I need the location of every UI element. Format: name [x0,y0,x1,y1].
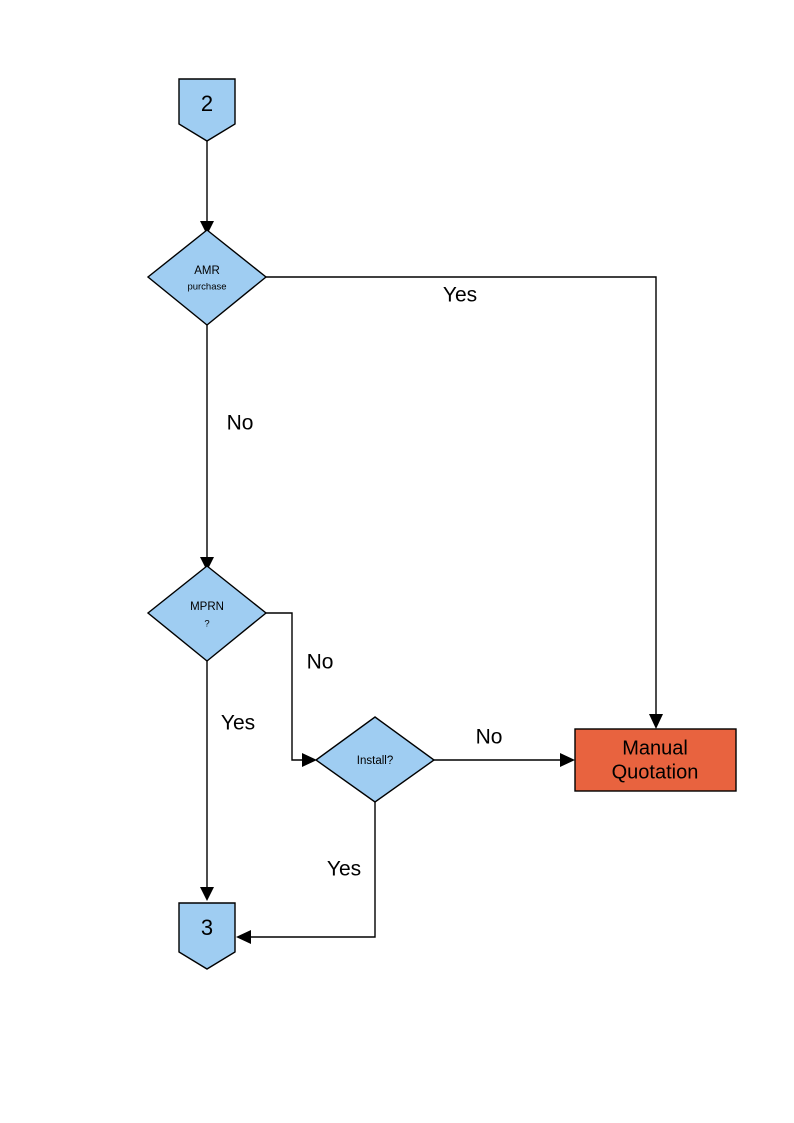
edge-install-no-to-manual: No [434,726,575,767]
edge-line [266,612,303,761]
node-decision-install[interactable]: Install? [314,716,436,803]
edge-label-mprn-no: No [307,651,334,674]
node-label-amr-line2: purchase [187,282,226,293]
edge-label-install-yes: Yes [327,858,361,881]
node-decision-mprn[interactable]: MPRN ? [146,565,268,662]
node-decision-amr[interactable]: AMR purchase [146,229,268,326]
arrow-head-icon [649,714,663,729]
arrow-head-icon [200,887,214,901]
edge-mprn-no-to-install: No [266,612,334,767]
node-label-amr-line1: AMR [194,265,220,277]
arrow-head-icon [302,753,317,767]
edge-mprn-yes-to-connector3: Yes [200,661,255,901]
edge-line [266,276,657,715]
edge-amr-yes-to-manual: Yes [266,276,663,729]
node-label-mprn-line1: MPRN [190,601,224,613]
pentagon-connector-shape [178,78,236,142]
diamond-shape [146,229,268,326]
node-label-connector-out: 3 [201,915,213,940]
arrow-head-icon [560,753,575,767]
diamond-shape [146,565,268,662]
node-label-install: Install? [357,755,393,767]
pentagon-connector-shape [178,902,236,970]
edge-line [250,802,376,938]
node-label-connector-in: 2 [201,91,213,116]
node-label-mprn-line2: ? [204,619,209,630]
node-label-manual-quotation-line2: Quotation [612,761,699,783]
edge-label-amr-no: No [227,412,254,435]
node-label-manual-quotation-line1: Manual [622,737,688,759]
edge-label-install-no: No [476,726,503,749]
diamond-shape [314,716,436,803]
edge-label-amr-yes: Yes [443,284,477,307]
arrow-head-icon [200,221,214,235]
arrow-head-icon [200,557,214,571]
edge-label-mprn-yes: Yes [221,712,255,735]
arrow-head-icon [236,930,251,944]
node-connector-out[interactable]: 3 [178,902,236,970]
edge-install-yes-to-connector3: Yes [236,802,376,944]
edge-connector2-to-amr [200,141,214,235]
rectangle-shape [574,728,737,792]
node-connector-in[interactable]: 2 [178,78,236,142]
node-process-manual-quotation[interactable]: Manual Quotation [574,728,737,792]
edge-amr-no-to-mprn: No [200,325,253,571]
